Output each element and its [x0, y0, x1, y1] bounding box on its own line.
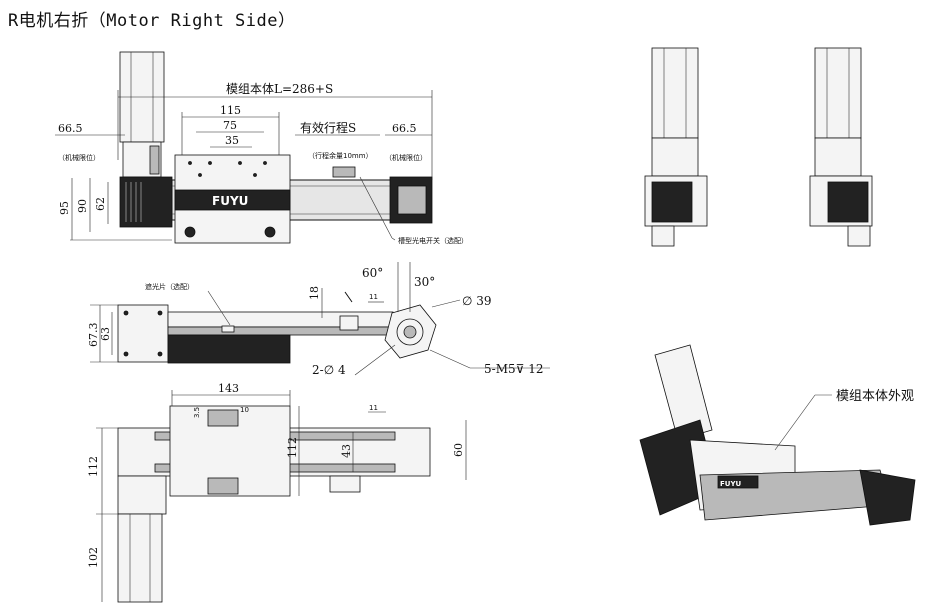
dim-90: 90 — [76, 199, 89, 213]
isometric-view: FUYU 模组本体外观 — [639, 344, 916, 526]
dim-102: 102 — [87, 547, 100, 568]
dim-43: 43 — [340, 444, 353, 458]
dim-115: 115 — [220, 104, 241, 117]
stroke-margin: （行程余量10mm） — [308, 151, 373, 160]
dim-112-mid: 112 — [286, 437, 299, 458]
dim-75: 75 — [223, 119, 237, 132]
front-view: FUYU 模组本体L=286+S 115 75 35 66.5 有效行程 — [55, 51, 468, 245]
brand-logo: FUYU — [212, 194, 248, 208]
module-appearance-label: 模组本体外观 — [836, 389, 914, 404]
dim-63: 63 — [99, 327, 112, 341]
mech-limit-right: （机械限位） — [385, 153, 427, 162]
side-view-right — [809, 47, 873, 247]
dim-66-5-right: 66.5 — [392, 122, 417, 135]
motor-bottom — [117, 513, 163, 603]
mech-limit-left: （机械限位） — [58, 153, 100, 162]
motor-side-body — [167, 334, 291, 364]
top-view: 67.3 63 遮光片（选配） 18 11 60° 30° ∅ 39 2-∅ 4… — [87, 262, 550, 377]
dim-66-5-left: 66.5 — [58, 122, 83, 135]
dim-18: 18 — [308, 286, 321, 300]
thread-m5: 5-M5⊽ 12 — [484, 362, 543, 376]
bottom-view: 143 112 102 112 43 60 11 3.5 10 — [87, 382, 467, 603]
holes-2x4: 2-∅ 4 — [312, 363, 346, 377]
dim-11-top: 11 — [369, 293, 378, 301]
dim-total-length: 模组本体L=286+S — [226, 82, 333, 96]
dim-35: 35 — [225, 134, 239, 147]
dim-143: 143 — [218, 382, 239, 395]
dim-112-left: 112 — [87, 456, 100, 477]
dim-67-3: 67.3 — [87, 323, 100, 348]
dia-39: ∅ 39 — [462, 294, 492, 308]
dim-95: 95 — [58, 201, 71, 215]
shutter-label: 遮光片（选配） — [145, 282, 194, 291]
dim-3-5: 3.5 — [193, 407, 201, 418]
side-view-left — [644, 47, 708, 247]
switch-label: 槽型光电开关（选配） — [398, 236, 468, 245]
drawing-title: R电机右折（Motor Right Side） — [8, 11, 296, 31]
iso-logo: FUYU — [720, 480, 742, 488]
dim-10: 10 — [240, 406, 249, 414]
left-end-cap — [119, 176, 173, 228]
dim-11-bottom: 11 — [369, 404, 378, 412]
dim-stroke: 有效行程S — [300, 120, 356, 135]
dim-60: 60 — [452, 443, 465, 457]
photoelectric-switch — [332, 166, 356, 178]
angle-30: 30° — [414, 275, 435, 289]
angle-60: 60° — [362, 266, 383, 280]
dim-62: 62 — [94, 197, 107, 211]
